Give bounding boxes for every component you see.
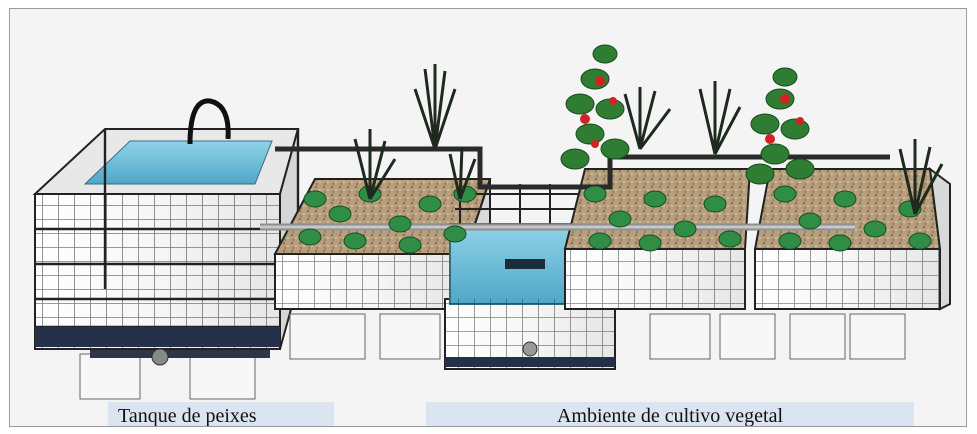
plumbing-pipes <box>260 146 890 231</box>
fish-tank-label: Tanque de peixes <box>108 402 334 426</box>
aquaponics-illustration <box>10 9 966 426</box>
tomato-plant-right <box>745 67 815 185</box>
grow-bed-1 <box>273 178 492 360</box>
plant-area-label: Ambiente de cultivo vegetal <box>426 402 914 426</box>
figure-frame: Tanque de peixes Ambiente de cultivo veg… <box>9 8 967 427</box>
plants <box>298 44 944 254</box>
tomato-plant-left <box>560 44 630 170</box>
